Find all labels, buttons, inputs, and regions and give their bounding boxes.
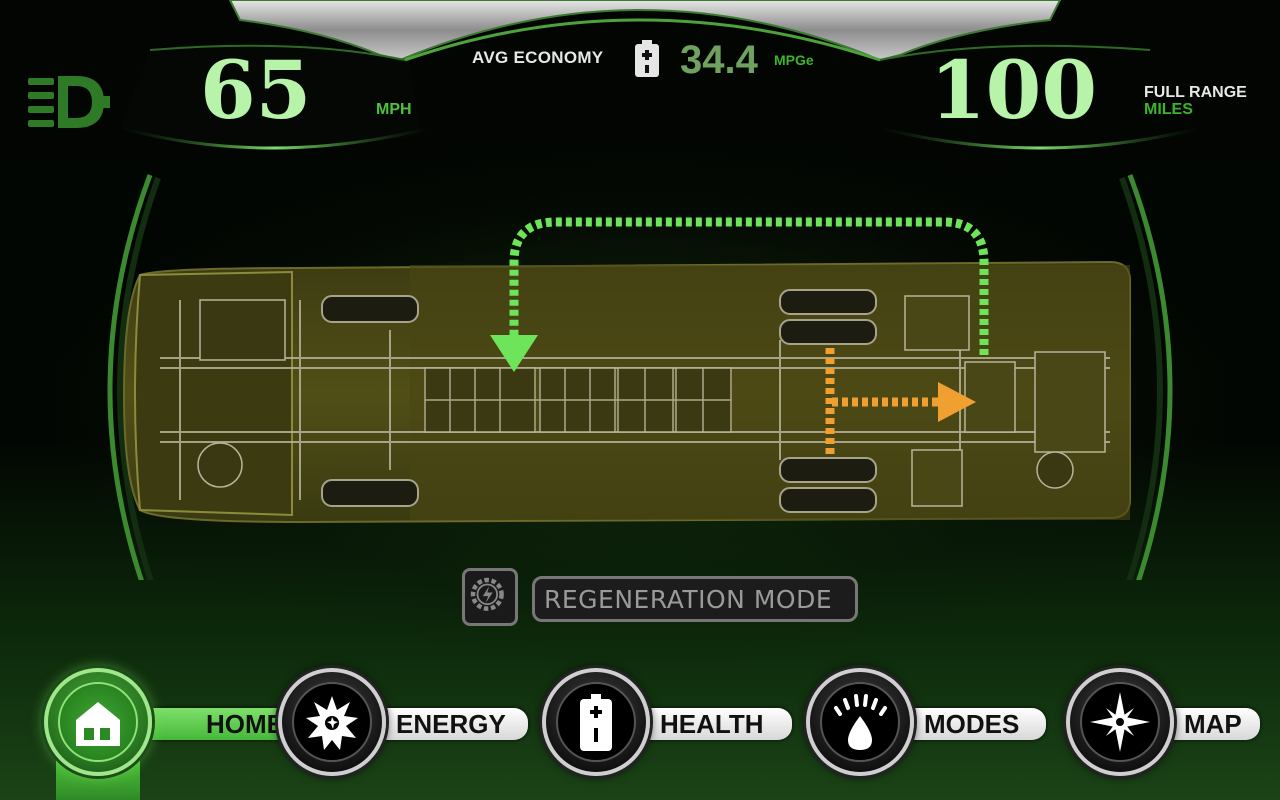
right-arc [1127,174,1173,580]
drive-arrowhead [938,382,976,422]
home-icon [76,702,120,746]
economy-label: AVG ECONOMY [472,48,604,67]
nav-map[interactable]: MAP [1066,668,1262,778]
compass-icon [1090,692,1150,752]
nav-energy-button[interactable] [278,668,386,776]
top-bezel [119,0,1201,150]
nav-map-label[interactable]: MAP [1184,709,1242,739]
nav-home-label[interactable]: HOME [206,709,284,739]
regen-arrowhead [490,335,538,372]
nav-home[interactable]: HOME [44,668,308,778]
nav-modes-button[interactable] [806,668,914,776]
nav-map-button[interactable] [1066,668,1174,776]
battery-icon [580,694,612,751]
battery-icon [635,40,659,77]
speed-unit: MPH [376,101,412,118]
vehicle-diagram [107,174,1173,580]
nav-health-pill[interactable] [638,708,792,740]
nav-energy-pill[interactable] [374,708,528,740]
headlight-icon [28,76,110,128]
nav-modes-pill[interactable] [902,708,1046,740]
energy-burst-icon [306,696,358,750]
regen-gear-icon [462,568,518,626]
nav-health-button[interactable] [542,668,650,776]
wheels [321,289,877,513]
range-value: 100 [930,43,1097,137]
mode-indicator [532,576,858,622]
regen-flow-arrow [509,217,989,355]
nav-energy[interactable]: ENERGY [278,668,530,778]
mode-label: REGENERATION MODE [544,585,833,614]
nav-map-pill[interactable] [1162,708,1260,740]
nav-modes[interactable]: MODES [806,668,1048,778]
range-unit: MILES [1144,101,1193,118]
modes-drop-icon [834,694,887,750]
nav-energy-label[interactable]: ENERGY [396,709,506,739]
left-arc [107,174,153,580]
nav-health[interactable]: HEALTH [542,668,794,778]
range-label: FULL RANGE [1144,84,1247,101]
battery-packs [424,367,732,433]
nav-modes-label[interactable]: MODES [924,709,1020,739]
nav-health-label[interactable]: HEALTH [660,709,764,739]
economy-unit: MPGe [774,52,814,68]
economy-value: 34.4 [680,38,758,82]
speed-value: 65 [200,43,312,137]
nav-home-button[interactable] [44,668,152,776]
